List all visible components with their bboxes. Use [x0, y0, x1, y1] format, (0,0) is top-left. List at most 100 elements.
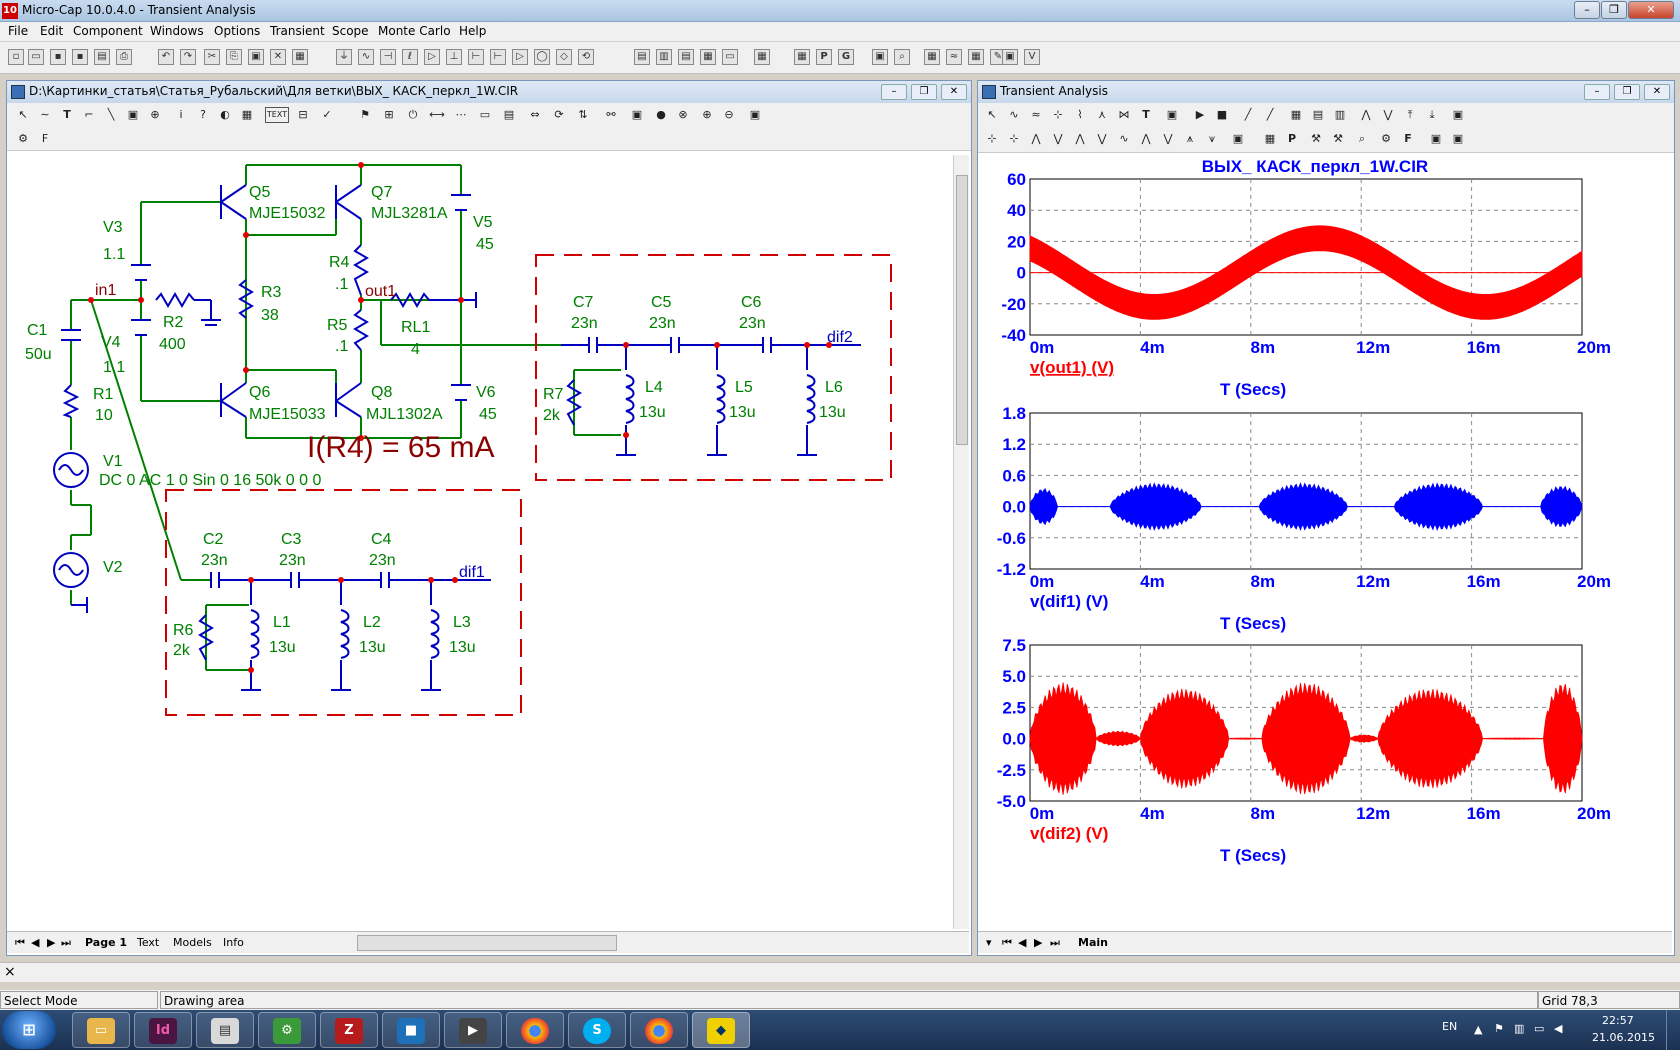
- text-tool-icon[interactable]: T: [63, 108, 71, 121]
- global-low-icon[interactable]: ⋁: [1163, 132, 1173, 145]
- run-icon[interactable]: ▶: [1195, 108, 1205, 121]
- settings-gear-icon[interactable]: ⚙: [1381, 132, 1391, 145]
- schematic-canvas[interactable]: Q5 MJE15032 Q7 MJL3281A Q6 MJE15033 Q8 M…: [11, 155, 957, 929]
- tray-battery-icon[interactable]: ▭: [1534, 1022, 1545, 1035]
- binoculars-icon[interactable]: ⚯: [606, 108, 616, 121]
- source-icon[interactable]: ◯: [534, 49, 550, 65]
- tile-vertical-icon[interactable]: ▥: [656, 49, 672, 65]
- flag-icon[interactable]: ⚑: [360, 108, 370, 121]
- stop-icon[interactable]: ●: [656, 108, 666, 121]
- font-icon[interactable]: F: [41, 132, 49, 145]
- resistor-icon[interactable]: ∿: [358, 49, 374, 65]
- split-icon[interactable]: ▦: [700, 49, 716, 65]
- open-folder-icon[interactable]: ▭: [28, 49, 44, 65]
- schematic-minimize-button[interactable]: –: [881, 84, 907, 100]
- find-icon[interactable]: ⌕: [894, 49, 910, 65]
- cursor-icon[interactable]: ⊹: [1053, 108, 1063, 121]
- menu-scope[interactable]: Scope: [332, 24, 369, 38]
- task-explorer[interactable]: ▭: [72, 1012, 130, 1048]
- next-page-icon[interactable]: ▶: [47, 936, 56, 949]
- connector-icon[interactable]: ◇: [556, 49, 572, 65]
- schematic-close-button[interactable]: ✕: [941, 84, 967, 100]
- schematic-hscroll-thumb[interactable]: [357, 935, 617, 951]
- capacitor-icon[interactable]: ⊣: [380, 49, 396, 65]
- calculator-icon[interactable]: ▦: [754, 49, 770, 65]
- line-icon[interactable]: ╱: [1244, 108, 1252, 121]
- analysis-restore-button[interactable]: ❐: [1614, 84, 1640, 100]
- horizontal-tag-icon[interactable]: ⋈: [1118, 108, 1130, 121]
- wire-angle-icon[interactable]: ⌐: [84, 108, 94, 121]
- menu-edit[interactable]: Edit: [40, 24, 64, 38]
- menu-file[interactable]: File: [8, 24, 29, 38]
- box-icon[interactable]: ▭: [479, 108, 491, 121]
- magnify-icon[interactable]: ⌕: [1358, 132, 1366, 145]
- bottom-icon[interactable]: ⩛: [1208, 132, 1216, 145]
- node-numbers-icon[interactable]: ▦: [241, 108, 253, 121]
- peak-icon[interactable]: ⋀: [1361, 108, 1371, 121]
- next-peak-icon[interactable]: ⋀: [1031, 132, 1041, 145]
- schematic-vscrollbar[interactable]: [953, 155, 969, 929]
- save-icon[interactable]: ▪: [50, 49, 66, 65]
- zoom-in-icon[interactable]: ⊕: [702, 108, 712, 121]
- tray-network-icon[interactable]: ▥: [1514, 1022, 1525, 1035]
- task-app[interactable]: ■: [382, 1012, 440, 1048]
- node-icon[interactable]: ▦: [968, 49, 984, 65]
- tab-info[interactable]: Info: [223, 936, 244, 949]
- redo-icon[interactable]: ↷: [180, 49, 196, 65]
- font-icon[interactable]: F: [1404, 132, 1412, 145]
- copy-icon[interactable]: ⎘: [226, 49, 242, 65]
- print-preview-icon[interactable]: ▤: [94, 49, 110, 65]
- waveform-icon[interactable]: ≈: [1031, 108, 1041, 121]
- tile-horizontal-icon[interactable]: ▤: [678, 49, 694, 65]
- paste-icon[interactable]: ▣: [248, 49, 264, 65]
- high-icon[interactable]: ⤒: [1407, 108, 1413, 121]
- waveform-icon[interactable]: ≈: [946, 49, 962, 65]
- menu-transient[interactable]: Transient: [270, 24, 325, 38]
- first-page-icon[interactable]: ⏮: [15, 936, 25, 949]
- properties-icon[interactable]: ▣: [1452, 108, 1464, 121]
- tray-flag-icon[interactable]: ⚑: [1494, 1022, 1504, 1035]
- wire-icon[interactable]: ∼: [40, 108, 50, 121]
- menu-component[interactable]: Component: [73, 24, 143, 38]
- prev-page-icon[interactable]: ◀: [1018, 936, 1027, 949]
- prev-page-icon[interactable]: ◀: [31, 936, 40, 949]
- message-close-icon[interactable]: ×: [4, 964, 16, 980]
- columns-icon[interactable]: ▥: [1334, 108, 1346, 121]
- tokens-icon[interactable]: ⚒: [1311, 132, 1321, 145]
- valley-icon[interactable]: ⋁: [1383, 108, 1393, 121]
- top-icon[interactable]: ⩚: [1186, 132, 1194, 145]
- pnp-icon[interactable]: ⊢: [490, 49, 506, 65]
- zoom-out-icon[interactable]: ⊖: [724, 108, 734, 121]
- mirror-icon[interactable]: ⇔: [530, 108, 540, 121]
- pin-icon[interactable]: ⊕: [150, 108, 160, 121]
- show-desktop-button[interactable]: [1666, 1010, 1680, 1050]
- tray-language[interactable]: EN: [1442, 1020, 1458, 1033]
- tab-main[interactable]: Main: [1078, 936, 1108, 949]
- front-icon[interactable]: ▣: [1430, 132, 1442, 145]
- dots-icon[interactable]: ⋯: [455, 108, 467, 121]
- task-microcap[interactable]: ◆: [692, 1012, 750, 1048]
- grid-snap-icon[interactable]: ⊞: [384, 108, 394, 121]
- point-tag-icon[interactable]: ⋏: [1097, 108, 1107, 121]
- select-all-icon[interactable]: ▦: [292, 49, 308, 65]
- check-icon[interactable]: ✓: [322, 108, 332, 121]
- list-icon[interactable]: ▤: [1312, 108, 1324, 121]
- attribute-icon[interactable]: ◐: [220, 108, 230, 121]
- close-button[interactable]: ✕: [1628, 1, 1674, 19]
- last-page-icon[interactable]: ⏭: [1050, 936, 1060, 949]
- pin-names-icon[interactable]: ⊟: [298, 108, 308, 121]
- next-valley-icon[interactable]: ⋁: [1053, 132, 1063, 145]
- jumper-icon[interactable]: ⟲: [578, 49, 594, 65]
- cancel-icon[interactable]: ⊗: [678, 108, 688, 121]
- cascade-icon[interactable]: ▤: [634, 49, 650, 65]
- task-chrome-1[interactable]: [506, 1012, 564, 1048]
- line-icon[interactable]: ╲: [107, 108, 115, 121]
- minimize-button[interactable]: –: [1574, 1, 1600, 19]
- text-tool-icon[interactable]: T: [1142, 108, 1150, 121]
- next-page-icon[interactable]: ▶: [1034, 936, 1043, 949]
- bulletin-icon[interactable]: ▣: [631, 108, 643, 121]
- data-points-icon[interactable]: ▦: [1264, 132, 1276, 145]
